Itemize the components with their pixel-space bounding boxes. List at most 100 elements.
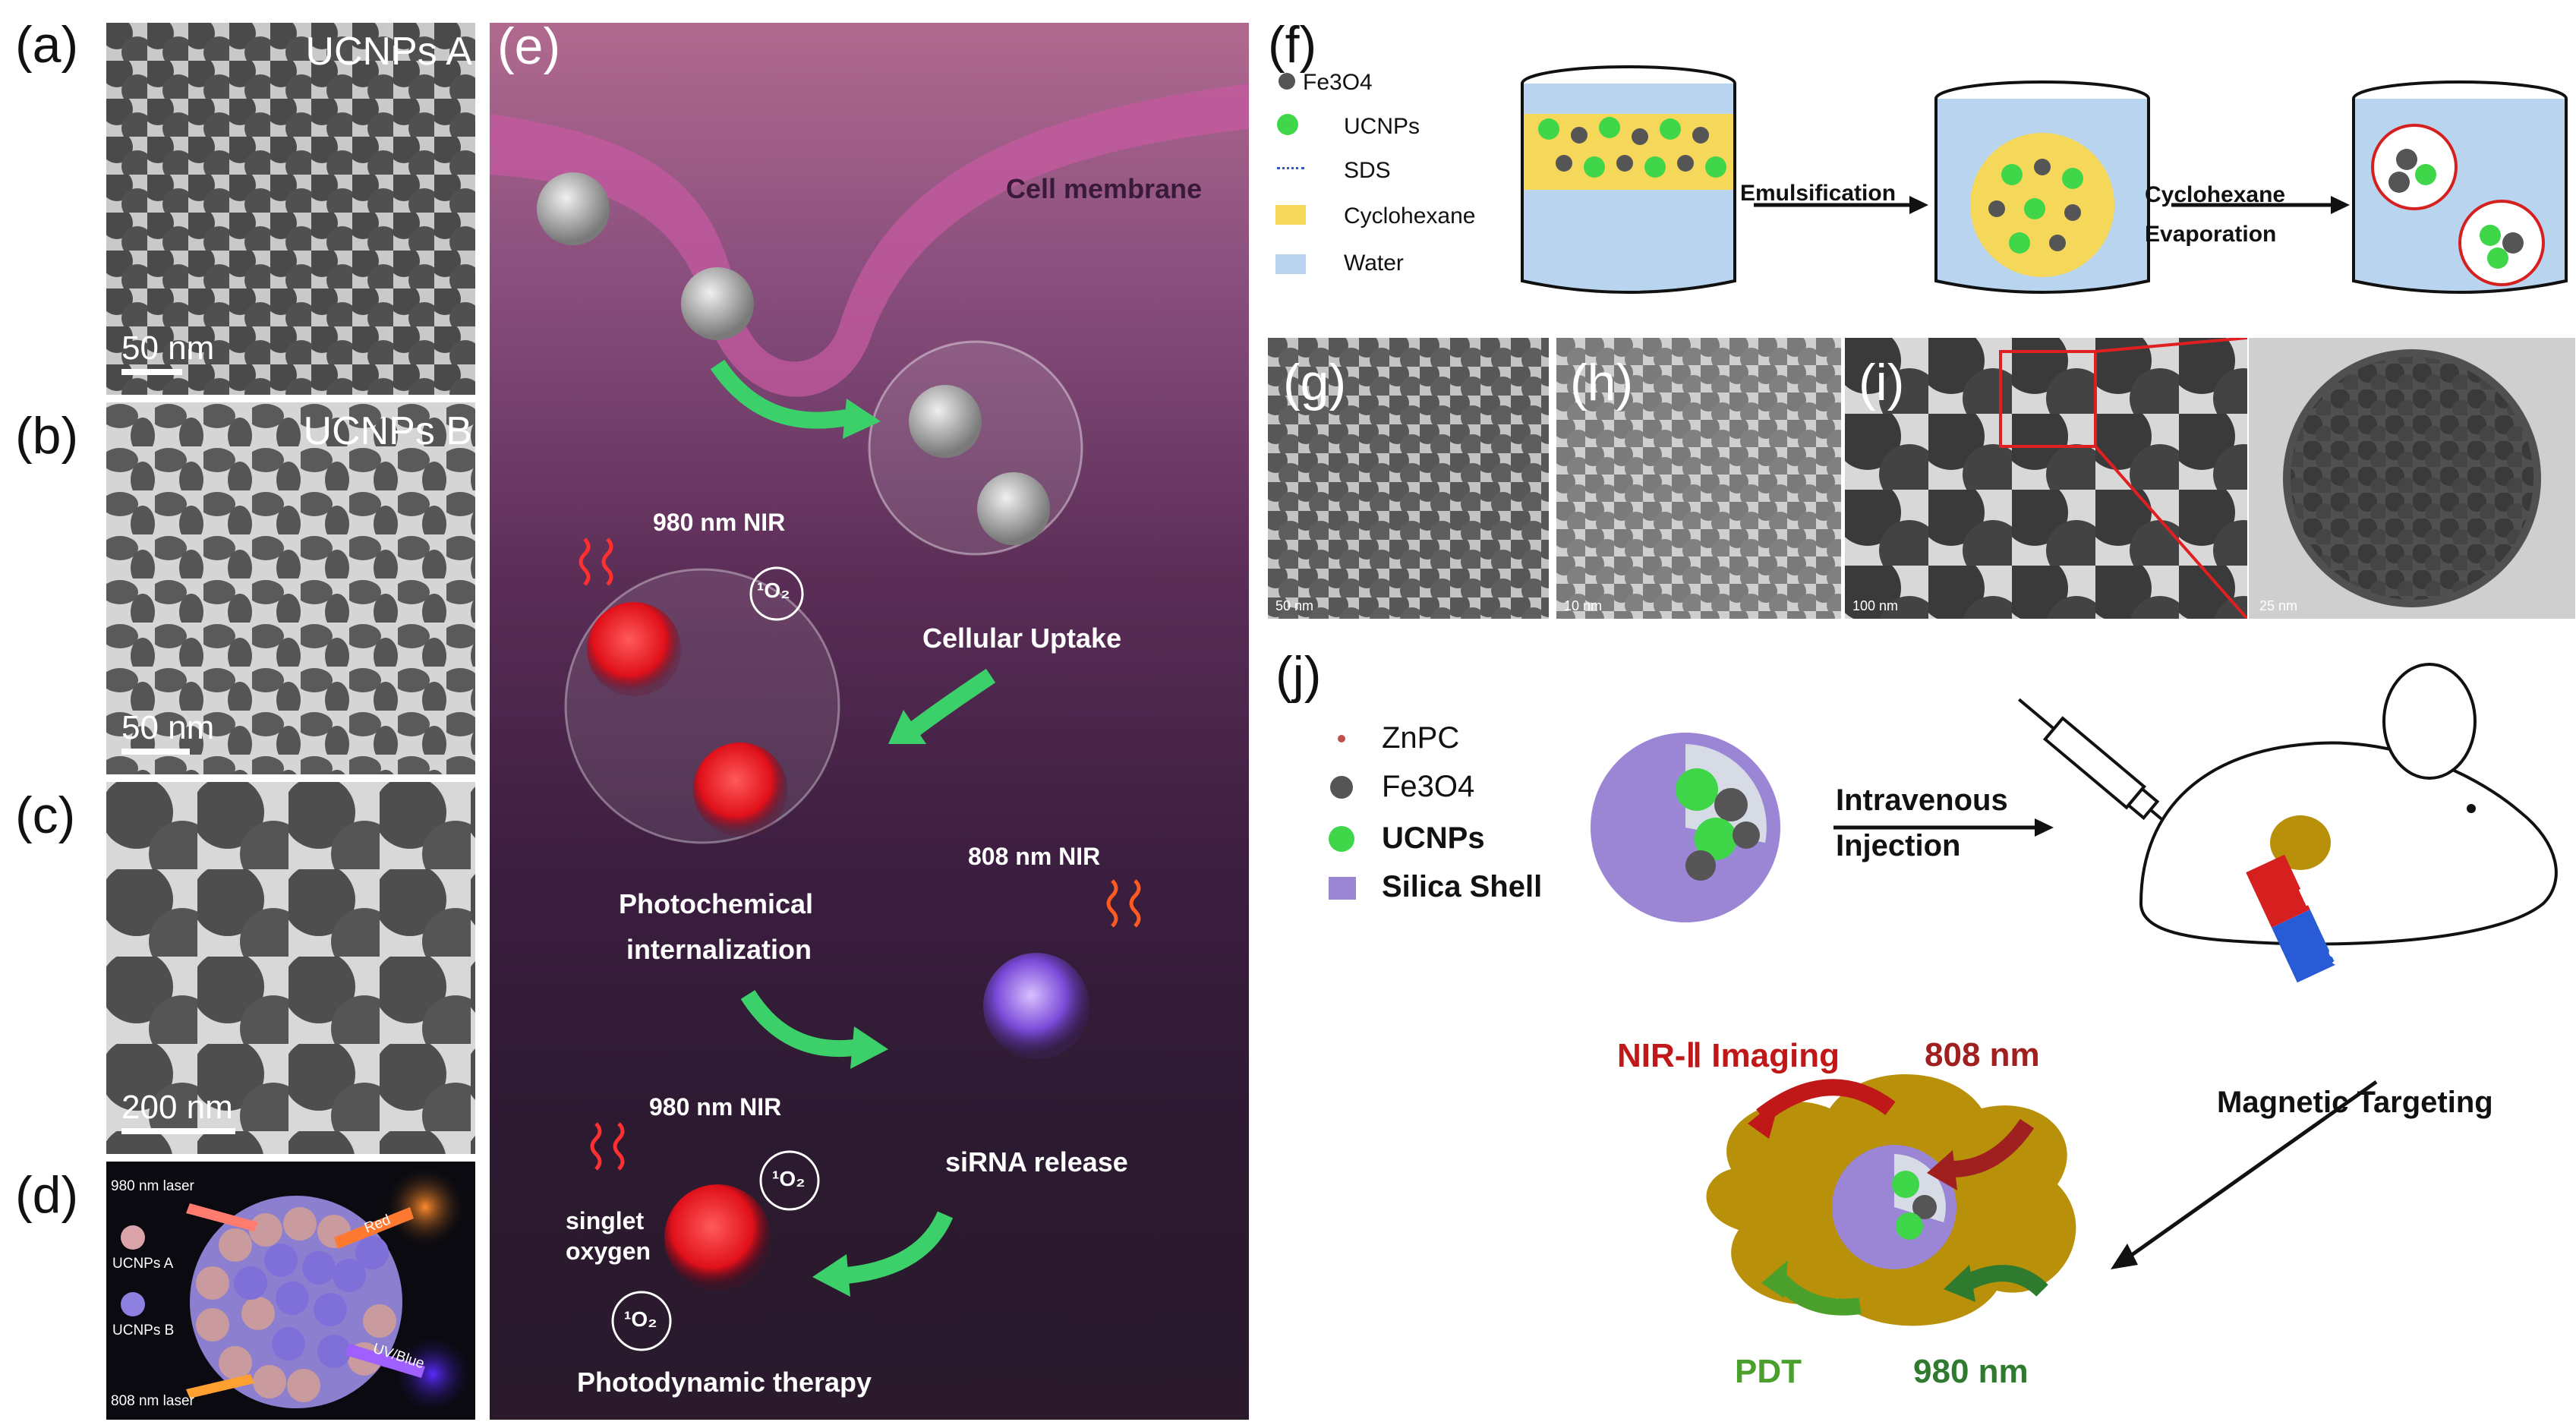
label-photochemical: Photochemical: [619, 888, 814, 919]
legend-silica-shell: Silica Shell: [1382, 870, 1543, 903]
mouse-body: [2139, 741, 2558, 946]
scale-g: 50 nm: [1275, 598, 1314, 613]
label-980-nir-1: 980 nm NIR: [653, 509, 786, 536]
label-ucnps-b: UCNPs B: [112, 1323, 175, 1338]
emulsification-scheme: [1521, 65, 2568, 294]
green-arrow-3: [740, 990, 856, 1058]
label-980-nir-2: 980 nm NIR: [649, 1093, 782, 1121]
scalebar-a: [121, 369, 182, 375]
label-intravenous: Intravenous: [1836, 783, 2008, 817]
tem-image-b: UCNPs B 50 nm: [106, 402, 475, 774]
label-cell-membrane: Cell membrane: [1006, 173, 1203, 204]
tem-image-a: UCNPs A 50 nm: [106, 23, 475, 395]
legend-fe3o4-j-icon: [1330, 776, 1353, 799]
scale-i-zoom: 25 nm: [2259, 598, 2298, 613]
label-808-laser: 808 nm laser: [111, 1393, 194, 1409]
tem-particles-c: [106, 782, 475, 1154]
cluster-1: [2371, 124, 2458, 210]
panel-e-illustration: (e) Cell membrane 980 nm NIR ¹O₂ Cellula…: [490, 23, 1249, 1420]
legend-cyclohexane-icon: [1275, 205, 1306, 225]
o2-bubble-1: [749, 566, 804, 621]
legend-sds-icon: [1277, 167, 1304, 174]
panel-label-a: (a): [15, 16, 79, 74]
panel-label-f: (f): [1268, 16, 1317, 74]
panel-label-e: (e): [497, 23, 561, 75]
legend-sds: SDS: [1344, 158, 1391, 183]
beaker-1-particles: [1538, 117, 1726, 178]
endosome: [868, 340, 1083, 556]
panel-label-d: (d): [15, 1166, 79, 1224]
nanocluster-diagram: [121, 1165, 475, 1416]
label-cellular-uptake: Cellular Uptake: [922, 623, 1122, 654]
cell-membrane-shape: [490, 84, 1249, 397]
legend-ucnps-icon: [1277, 114, 1298, 135]
legend-znpc: ZnPC: [1382, 721, 1460, 755]
label-808-nir: 808 nm NIR: [968, 843, 1101, 870]
legend-ucnps: UCNPs: [1344, 114, 1420, 139]
label-oxygen: oxygen: [566, 1237, 651, 1265]
o2-bubble-3: [611, 1291, 672, 1351]
label-sirna-release: siRNA release: [945, 1146, 1128, 1178]
scalebar-c: [121, 1128, 235, 1134]
legend-ucnps-j: UCNPs: [1382, 821, 1485, 855]
scalebar-b: [121, 749, 190, 755]
panel-label-g: (g): [1283, 354, 1347, 411]
nanoparticle-endosome-2: [977, 472, 1050, 545]
o2-bubble-2: [759, 1150, 820, 1211]
violet-nanoparticle: [983, 953, 1089, 1059]
panel-label-i: (i): [1859, 354, 1905, 411]
panel-label-c: (c): [15, 787, 76, 844]
legend-znpc-icon: [1338, 735, 1345, 742]
legend-fe3o4-icon: [1279, 73, 1295, 90]
nanoparticle-endosome-1: [909, 385, 982, 458]
scale-h: 10 nm: [1564, 598, 1603, 613]
arrow-980: [1963, 1265, 2048, 1297]
label-emulsification: Emulsification: [1740, 181, 1897, 206]
cell-scene: [490, 84, 1249, 1351]
mouse-ear: [2382, 663, 2477, 780]
legend-f: Fe3O4 UCNPs SDS Cyclohexane Water: [1275, 61, 1503, 304]
label-808-nm: 808 nm: [1925, 1036, 2040, 1073]
nanoparticle-entering: [681, 267, 754, 340]
targeting-scheme: [1591, 663, 2558, 1326]
legend-j: ZnPC Fe3O4 UCNPs Silica Shell: [1313, 721, 1632, 926]
panel-label-j: (j): [1275, 646, 1322, 704]
zoom-box: [1999, 350, 2097, 448]
tem-image-i: (i) 100 nm: [1845, 338, 2247, 619]
scale-a: 50 nm: [121, 329, 215, 367]
red-nanoparticle-3: [664, 1184, 771, 1291]
tem-image-i-zoom: 25 nm: [2249, 338, 2575, 619]
scale-i: 100 nm: [1852, 598, 1899, 613]
legend-water-icon: [1275, 254, 1306, 274]
tem-particles-a: [106, 23, 475, 395]
cluster-2: [2458, 200, 2545, 286]
label-internalization: internalization: [626, 934, 812, 965]
label-magnetic-targeting: Magnetic Targeting: [2217, 1086, 2493, 1119]
syringe: [2018, 698, 2177, 833]
red-nanoparticle-1: [587, 602, 681, 696]
tem-image-h: (h) 10 nm: [1556, 338, 1841, 619]
panel-d-illustration: 980 nm laser UCNPs A UCNPs B 808 nm lase…: [106, 1162, 475, 1420]
tem-image-c: 200 nm: [106, 782, 475, 1154]
label-injection: Injection: [1836, 829, 1961, 862]
label-evaporation: Evaporation: [2145, 222, 2277, 247]
nir-wave-980-1: [579, 538, 613, 586]
legend-fe3o4-j: Fe3O4: [1382, 770, 1475, 803]
tem-image-g: (g) 50 nm: [1268, 338, 1549, 619]
label-nir2-imaging: NIR-Ⅱ Imaging: [1617, 1037, 1840, 1074]
label-o2-3: ¹O₂: [624, 1307, 657, 1331]
label-o2-1: ¹O₂: [757, 579, 790, 602]
title-b: UCNPs B: [303, 409, 472, 453]
legend-silica-icon: [1329, 877, 1356, 900]
label-pdt: PDT: [1735, 1353, 1802, 1390]
scale-c: 200 nm: [121, 1089, 233, 1126]
legend-fe3o4: Fe3O4: [1303, 70, 1373, 95]
tem-particles-b: [106, 402, 475, 774]
panel-label-b: (b): [15, 407, 79, 465]
arrow-808: [1950, 1118, 2035, 1178]
label-ucnps-a: UCNPs A: [112, 1256, 174, 1272]
green-arrow-4: [845, 1211, 954, 1284]
label-cyclohexane-step: Cyclohexane: [2145, 182, 2286, 207]
label-980-nm: 980 nm: [1913, 1353, 2029, 1390]
label-photodynamic-therapy: Photodynamic therapy: [577, 1367, 872, 1398]
